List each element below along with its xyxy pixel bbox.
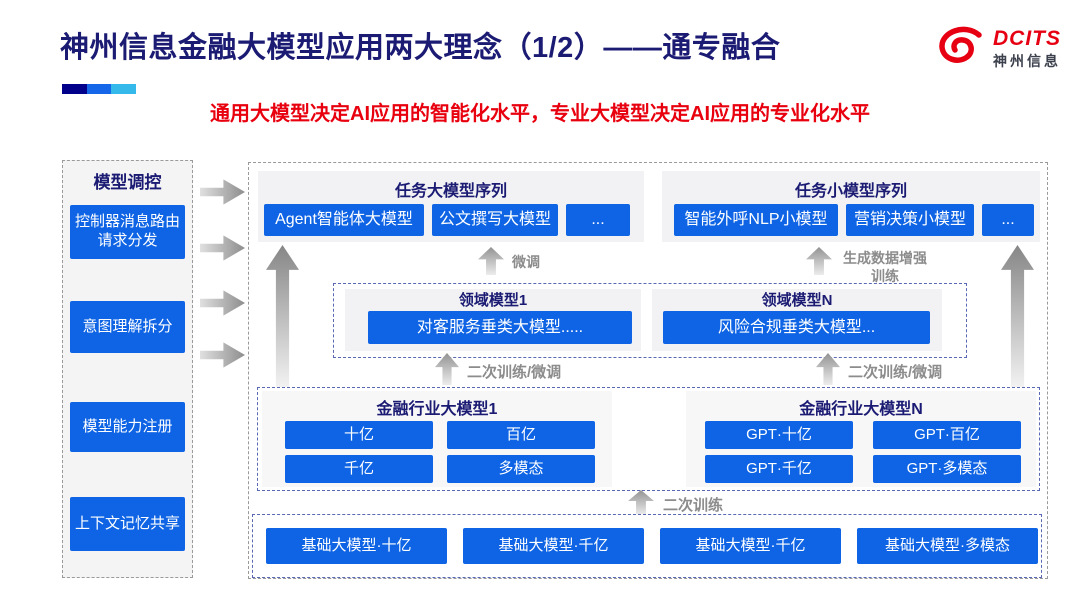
model-node-billion: 十亿 (285, 421, 433, 449)
sidebar-item-context-memory: 上下文记忆共享 (70, 497, 185, 551)
model-node-more-small: ... (982, 204, 1034, 236)
model-node-document-writing-large: 公文撰写大模型 (432, 204, 558, 236)
model-node-marketing-decision-small: 营销决策小模型 (846, 204, 974, 236)
task-large-model-title: 任务大模型序列 (394, 183, 507, 200)
model-node-outbound-nlp-small: 智能外呼NLP小模型 (674, 204, 838, 236)
finetune-label: 微调 (512, 254, 540, 270)
sidebar-item-capability-register: 模型能力注册 (70, 402, 185, 452)
title-accent-bar (62, 84, 137, 94)
sidebar-item-intent-split: 意图理解拆分 (70, 301, 185, 353)
retrain-finetune-left-label: 二次训练/微调 (467, 364, 562, 381)
gen-data-label: 生成数据增强训练 (843, 250, 927, 285)
accent-bar-segment (62, 84, 87, 94)
model-node-ten-billion: 百亿 (447, 421, 595, 449)
model-node-risk-compliance-vertical: 风险合规垂类大模型... (663, 311, 930, 344)
model-node-base-multimodal: 基础大模型·多模态 (857, 528, 1038, 564)
logo-brand-text: DCITS (993, 27, 1061, 50)
model-node-hundred-billion: 千亿 (285, 455, 433, 483)
flow-arrow-right-icon (200, 290, 245, 316)
subtitle: 通用大模型决定AI应用的智能化水平，专业大模型决定AI应用的专业化水平 (210, 103, 870, 125)
model-node-more-large: ... (566, 204, 630, 236)
accent-bar-segment (111, 84, 137, 94)
industry-model-1-title: 金融行业大模型1 (376, 401, 498, 418)
logo-brand-cn-text: 神州信息 (993, 53, 1061, 69)
flow-arrow-right-icon (200, 235, 245, 261)
model-node-gpt-ten-billion: GPT·百亿 (873, 421, 1021, 449)
dcits-swirl-icon (935, 26, 987, 72)
model-node-base-hundred-billion-2: 基础大模型·千亿 (660, 528, 841, 564)
model-node-agent-large: Agent智能体大模型 (264, 204, 424, 236)
model-node-multimodal: 多模态 (447, 455, 595, 483)
accent-bar-segment (86, 84, 112, 94)
flow-arrow-right-icon (200, 342, 245, 368)
flow-arrow-right-icon (200, 179, 245, 205)
domain-model-n-title: 领域模型N (761, 292, 833, 309)
model-node-gpt-billion: GPT·十亿 (705, 421, 853, 449)
model-node-base-hundred-billion-1: 基础大模型·千亿 (463, 528, 644, 564)
sidebar-title: 模型调控 (93, 173, 162, 192)
model-node-base-billion: 基础大模型·十亿 (266, 528, 447, 564)
page-title: 神州信息金融大模型应用两大理念（1/2）——通专融合 (60, 32, 781, 64)
task-small-model-title: 任务小模型序列 (794, 183, 907, 200)
retrain-label: 二次训练 (663, 497, 724, 514)
domain-model-1-title: 领域模型1 (458, 292, 528, 309)
sidebar-item-controller-routing: 控制器消息路由请求分发 (70, 205, 185, 259)
model-node-gpt-multimodal: GPT·多模态 (873, 455, 1021, 483)
industry-model-n-title: 金融行业大模型N (799, 401, 923, 418)
retrain-finetune-right-label: 二次训练/微调 (848, 364, 943, 381)
dcits-logo: DCITS 神州信息 (935, 18, 1065, 80)
model-node-gpt-hundred-billion: GPT·千亿 (705, 455, 853, 483)
model-node-customer-service-vertical: 对客服务垂类大模型..... (368, 311, 632, 344)
